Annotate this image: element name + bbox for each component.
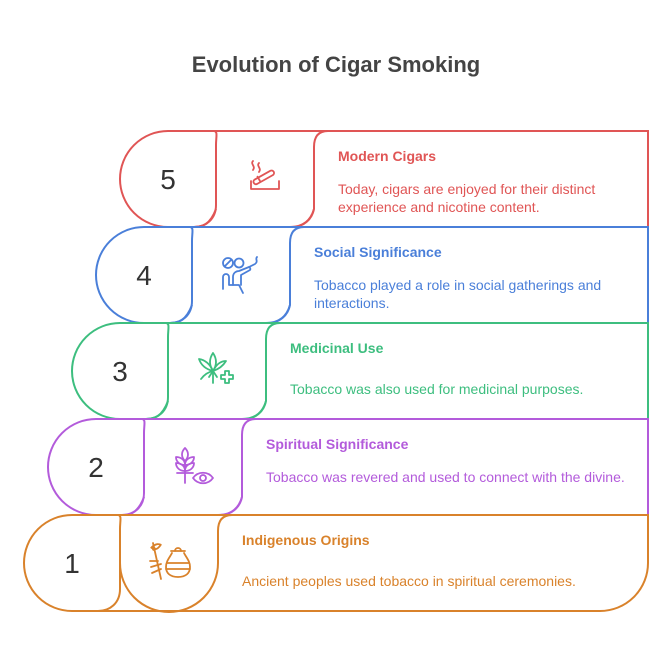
step-icon-column [141, 418, 257, 497]
step-icon-column [213, 130, 329, 209]
step-title: Modern Cigars [338, 148, 437, 164]
step-outline [96, 418, 649, 516]
step-icon-column [189, 226, 305, 305]
step-number: 1 [64, 548, 80, 579]
step-description: Tobacco was also used for medicinal purp… [290, 381, 584, 397]
step-description: Tobacco played a role in social gatherin… [314, 277, 602, 311]
diagram-title: Evolution of Cigar Smoking [191, 52, 481, 77]
step-number-lobe [23, 514, 121, 612]
step-connector [121, 496, 243, 516]
step-connector [169, 304, 291, 324]
step-title: Medicinal Use [290, 340, 384, 356]
social-smoking-icon [222, 256, 258, 294]
step-title: Social Significance [314, 244, 442, 260]
step-icon-column [165, 322, 281, 401]
step-description: Today, cigars are enjoyed for their dist… [338, 181, 596, 215]
step-description: Ancient peoples used tobacco in spiritua… [242, 573, 576, 589]
leaf-pot-icon [149, 542, 191, 580]
step-connector [193, 208, 315, 228]
step-icon-column [117, 514, 233, 613]
step-connector [145, 400, 267, 420]
step-number: 5 [160, 164, 176, 195]
step-outline [120, 322, 649, 420]
step-number: 4 [136, 260, 152, 291]
step-number: 2 [88, 452, 104, 483]
step-title: Indigenous Origins [242, 532, 370, 548]
step-outline [72, 514, 649, 612]
step-title: Spiritual Significance [266, 436, 409, 452]
plant-eye-icon [175, 447, 214, 485]
medicinal-leaf-icon [198, 352, 234, 384]
cigarette-ashtray-icon [250, 160, 280, 190]
step-description: Tobacco was revered and used to connect … [266, 469, 625, 485]
step-number: 3 [112, 356, 128, 387]
